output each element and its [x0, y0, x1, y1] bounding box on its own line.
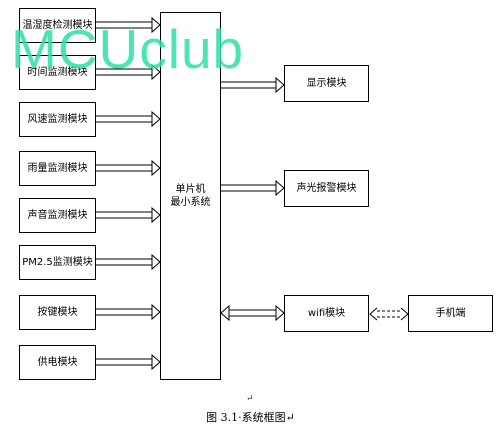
arrow-to-alarm — [221, 179, 285, 197]
module-time: 时间监测模块 — [19, 55, 96, 90]
arrow-power — [96, 353, 161, 371]
arrow-temp-humidity — [96, 16, 161, 34]
arrow-pm25 — [96, 253, 161, 271]
module-alarm: 声光报警模块 — [284, 170, 369, 207]
arrow-wifi-phone — [369, 307, 409, 321]
module-sound: 声音监测模块 — [19, 198, 96, 233]
module-display: 显示模块 — [284, 65, 369, 102]
arrow-wind — [96, 110, 161, 128]
module-wifi: wifi模块 — [284, 295, 369, 332]
arrow-mcu-wifi — [220, 304, 285, 322]
paragraph-mark: ↵ — [246, 394, 254, 404]
module-pm25: PM2.5监测模块 — [19, 245, 96, 280]
figure-caption: 图 3.1·系统框图↵ — [206, 411, 295, 424]
arrow-to-display — [221, 76, 285, 94]
module-keys: 按键模块 — [19, 295, 96, 330]
arrow-time — [96, 63, 161, 81]
module-phone: 手机端 — [408, 295, 493, 332]
mcu-label-line2: 最小系统 — [170, 197, 211, 208]
mcu-label-line1: 单片机 — [175, 183, 206, 195]
arrow-keys — [96, 303, 161, 321]
module-wind: 风速监测模块 — [19, 102, 96, 137]
left-arrows — [96, 16, 161, 371]
module-rain: 雨量监测模块 — [19, 151, 96, 186]
arrow-sound — [96, 206, 161, 224]
mcu-minimum-system: 单片机 最小系统 — [160, 12, 221, 380]
module-temp-humidity: 温湿度检测模块 — [19, 8, 96, 43]
arrow-rain — [96, 159, 161, 177]
module-power: 供电模块 — [19, 345, 96, 380]
